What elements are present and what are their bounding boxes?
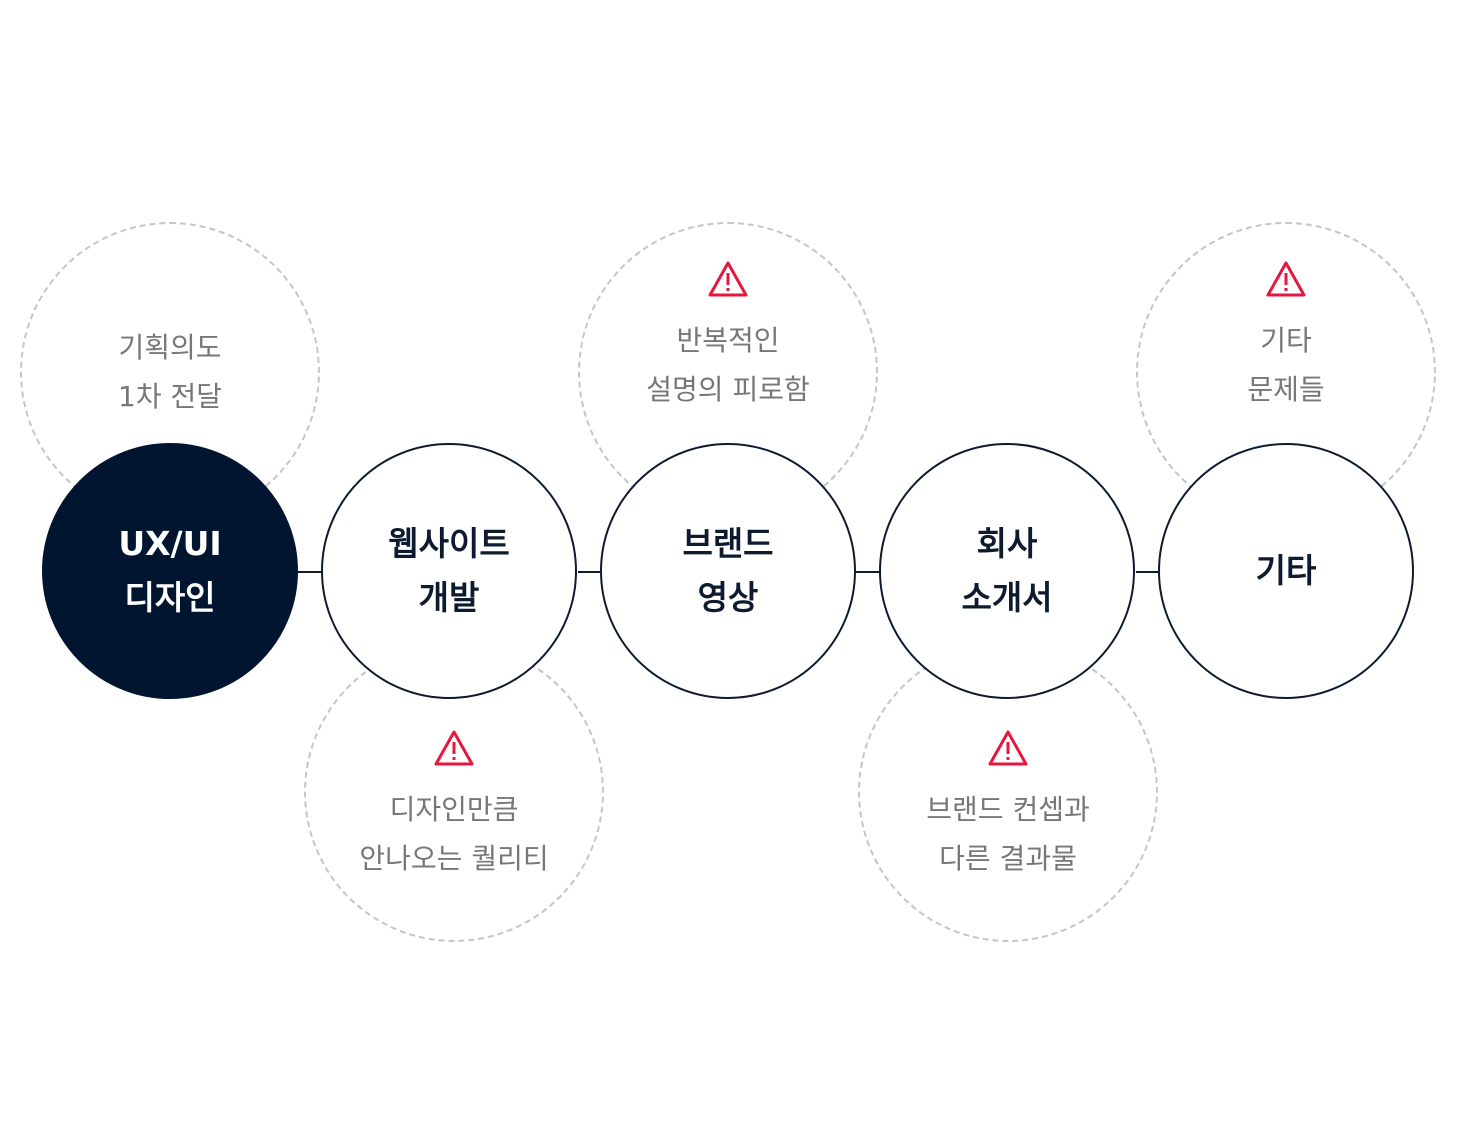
note-line: 다른 결과물 [939,842,1077,875]
note-web-quality: 디자인만큼 안나오는 퀄리티 [304,642,604,942]
warning-icon [1266,261,1306,297]
note-line: 기획의도 [118,331,222,364]
warning-icon [708,261,748,297]
step-website-development: 웹사이트 개발 [321,443,577,699]
connector-line [578,571,600,573]
note-line: 1차 전달 [118,380,222,413]
connector-line [1136,571,1160,573]
step-label: 웹사이트 [388,524,510,563]
step-brand-video: 브랜드 영상 [600,443,856,699]
note-line: 기타 [1260,324,1312,357]
step-uxui-design: UX/UI 디자인 [42,443,298,699]
note-line: 디자인만큼 [389,793,519,826]
step-label: 기타 [1255,551,1317,590]
step-company-brochure: 회사 소개서 [879,443,1135,699]
step-label: UX/UI [118,524,222,563]
step-label: 개발 [418,578,480,617]
step-label: 브랜드 [682,524,774,563]
warning-icon [434,730,474,766]
step-label: 디자인 [124,578,216,617]
note-line: 안나오는 퀄리티 [359,842,549,875]
note-line: 브랜드 컨셉과 [926,793,1090,826]
step-label: 회사 [976,524,1038,563]
note-line: 문제들 [1247,373,1325,406]
connector-line [856,571,880,573]
connector-line [278,571,322,573]
note-line: 반복적인 [676,324,780,357]
step-label: 소개서 [961,578,1053,617]
step-etc: 기타 [1158,443,1414,699]
step-label: 영상 [697,578,759,617]
note-line: 설명의 피로함 [646,373,810,406]
warning-icon [988,730,1028,766]
